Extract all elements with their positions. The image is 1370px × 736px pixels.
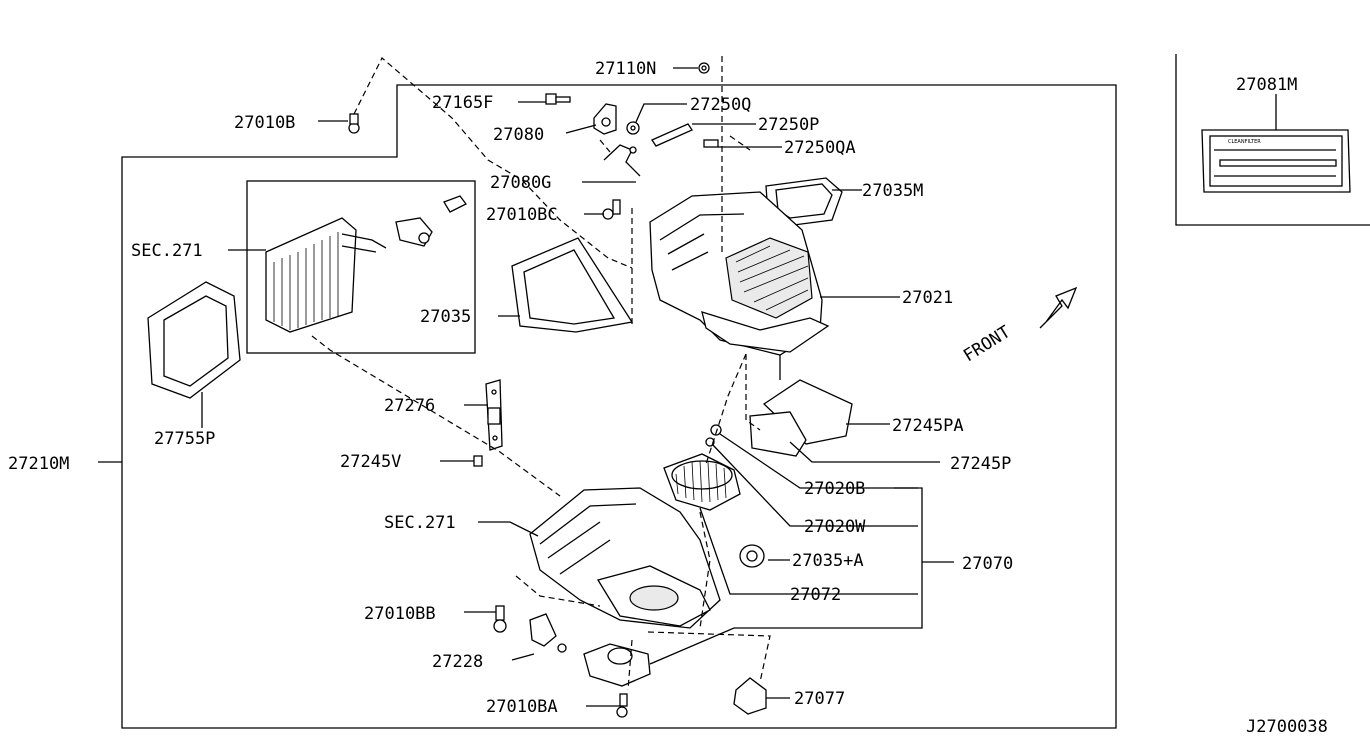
label-front: FRONT	[960, 322, 1014, 366]
assembly-frame	[121, 84, 1117, 729]
grommet-27035A	[739, 544, 765, 568]
label-27010BA: 27010BA	[486, 697, 558, 717]
bracket-27276	[485, 379, 503, 451]
label-27035M: 27035M	[862, 181, 923, 201]
blower-fan-27072	[663, 453, 741, 511]
label-27010BC: 27010BC	[486, 205, 558, 225]
link-27080G	[603, 144, 641, 177]
label-27010B: 27010B	[234, 113, 295, 133]
filter-label-27081M	[1201, 129, 1351, 193]
label-27755P: 27755P	[154, 429, 215, 449]
blower-motor	[583, 643, 651, 687]
label-27250QA: 27250QA	[784, 138, 856, 158]
label-27165F: 27165F	[432, 93, 493, 113]
front-arrow-icon	[1039, 286, 1078, 329]
clip-27250Q	[626, 121, 640, 135]
label-27245P: 27245P	[950, 454, 1011, 474]
label-27250P: 27250P	[758, 115, 819, 135]
label-27035A: 27035+A	[792, 551, 864, 571]
filter-label-text: CLEANFILTER	[1228, 139, 1261, 145]
dashed-alignment-lines	[311, 56, 771, 691]
label-27020W: 27020W	[804, 517, 866, 537]
label-27010BB: 27010BB	[364, 604, 436, 624]
seal-27755P	[147, 281, 241, 399]
label-27245V: 27245V	[340, 452, 401, 472]
connector-27077	[733, 677, 767, 715]
label-27245PA: 27245PA	[892, 416, 964, 436]
screw-27010BB	[493, 605, 507, 633]
evaporator-box	[246, 180, 476, 354]
diagram-code: J2700038	[1246, 717, 1328, 736]
label-27080G: 27080G	[490, 173, 551, 193]
screw-27010BA	[616, 693, 628, 718]
label-27080: 27080	[493, 125, 544, 145]
screw-27165F	[545, 93, 571, 105]
clip-27245V	[473, 455, 483, 467]
intake-housing-27021	[649, 191, 830, 356]
duct-27245PA	[749, 379, 853, 457]
nut-27020B	[705, 424, 722, 447]
label-27110N: 27110N	[595, 59, 656, 79]
label-sec271-top: SEC.271	[131, 241, 203, 261]
filter-frame-27035	[511, 237, 634, 333]
blower-housing-lower	[529, 487, 721, 629]
screw-27010BC	[602, 199, 621, 220]
nut-27110N	[698, 62, 710, 74]
label-27228: 27228	[432, 652, 483, 672]
screw-27010B	[348, 113, 360, 134]
evaporator-core	[265, 195, 467, 333]
leader-lines	[98, 67, 1277, 707]
filter-inset-frame	[1175, 54, 1370, 226]
resistor-27228	[529, 613, 567, 653]
label-27070: 27070	[962, 554, 1013, 574]
label-27020B: 27020B	[804, 479, 865, 499]
label-27081M: 27081M	[1236, 75, 1297, 95]
label-27072: 27072	[790, 585, 841, 605]
label-27276: 27276	[384, 396, 435, 416]
label-27210M: 27210M	[8, 454, 69, 474]
label-27021: 27021	[902, 288, 953, 308]
label-27035: 27035	[420, 307, 471, 327]
label-27077: 27077	[794, 689, 845, 709]
label-27250Q: 27250Q	[690, 95, 751, 115]
actuator-27080	[593, 103, 617, 135]
label-sec271-bottom: SEC.271	[384, 513, 456, 533]
clip-27250QA	[703, 139, 719, 148]
rod-27250P	[651, 123, 693, 147]
